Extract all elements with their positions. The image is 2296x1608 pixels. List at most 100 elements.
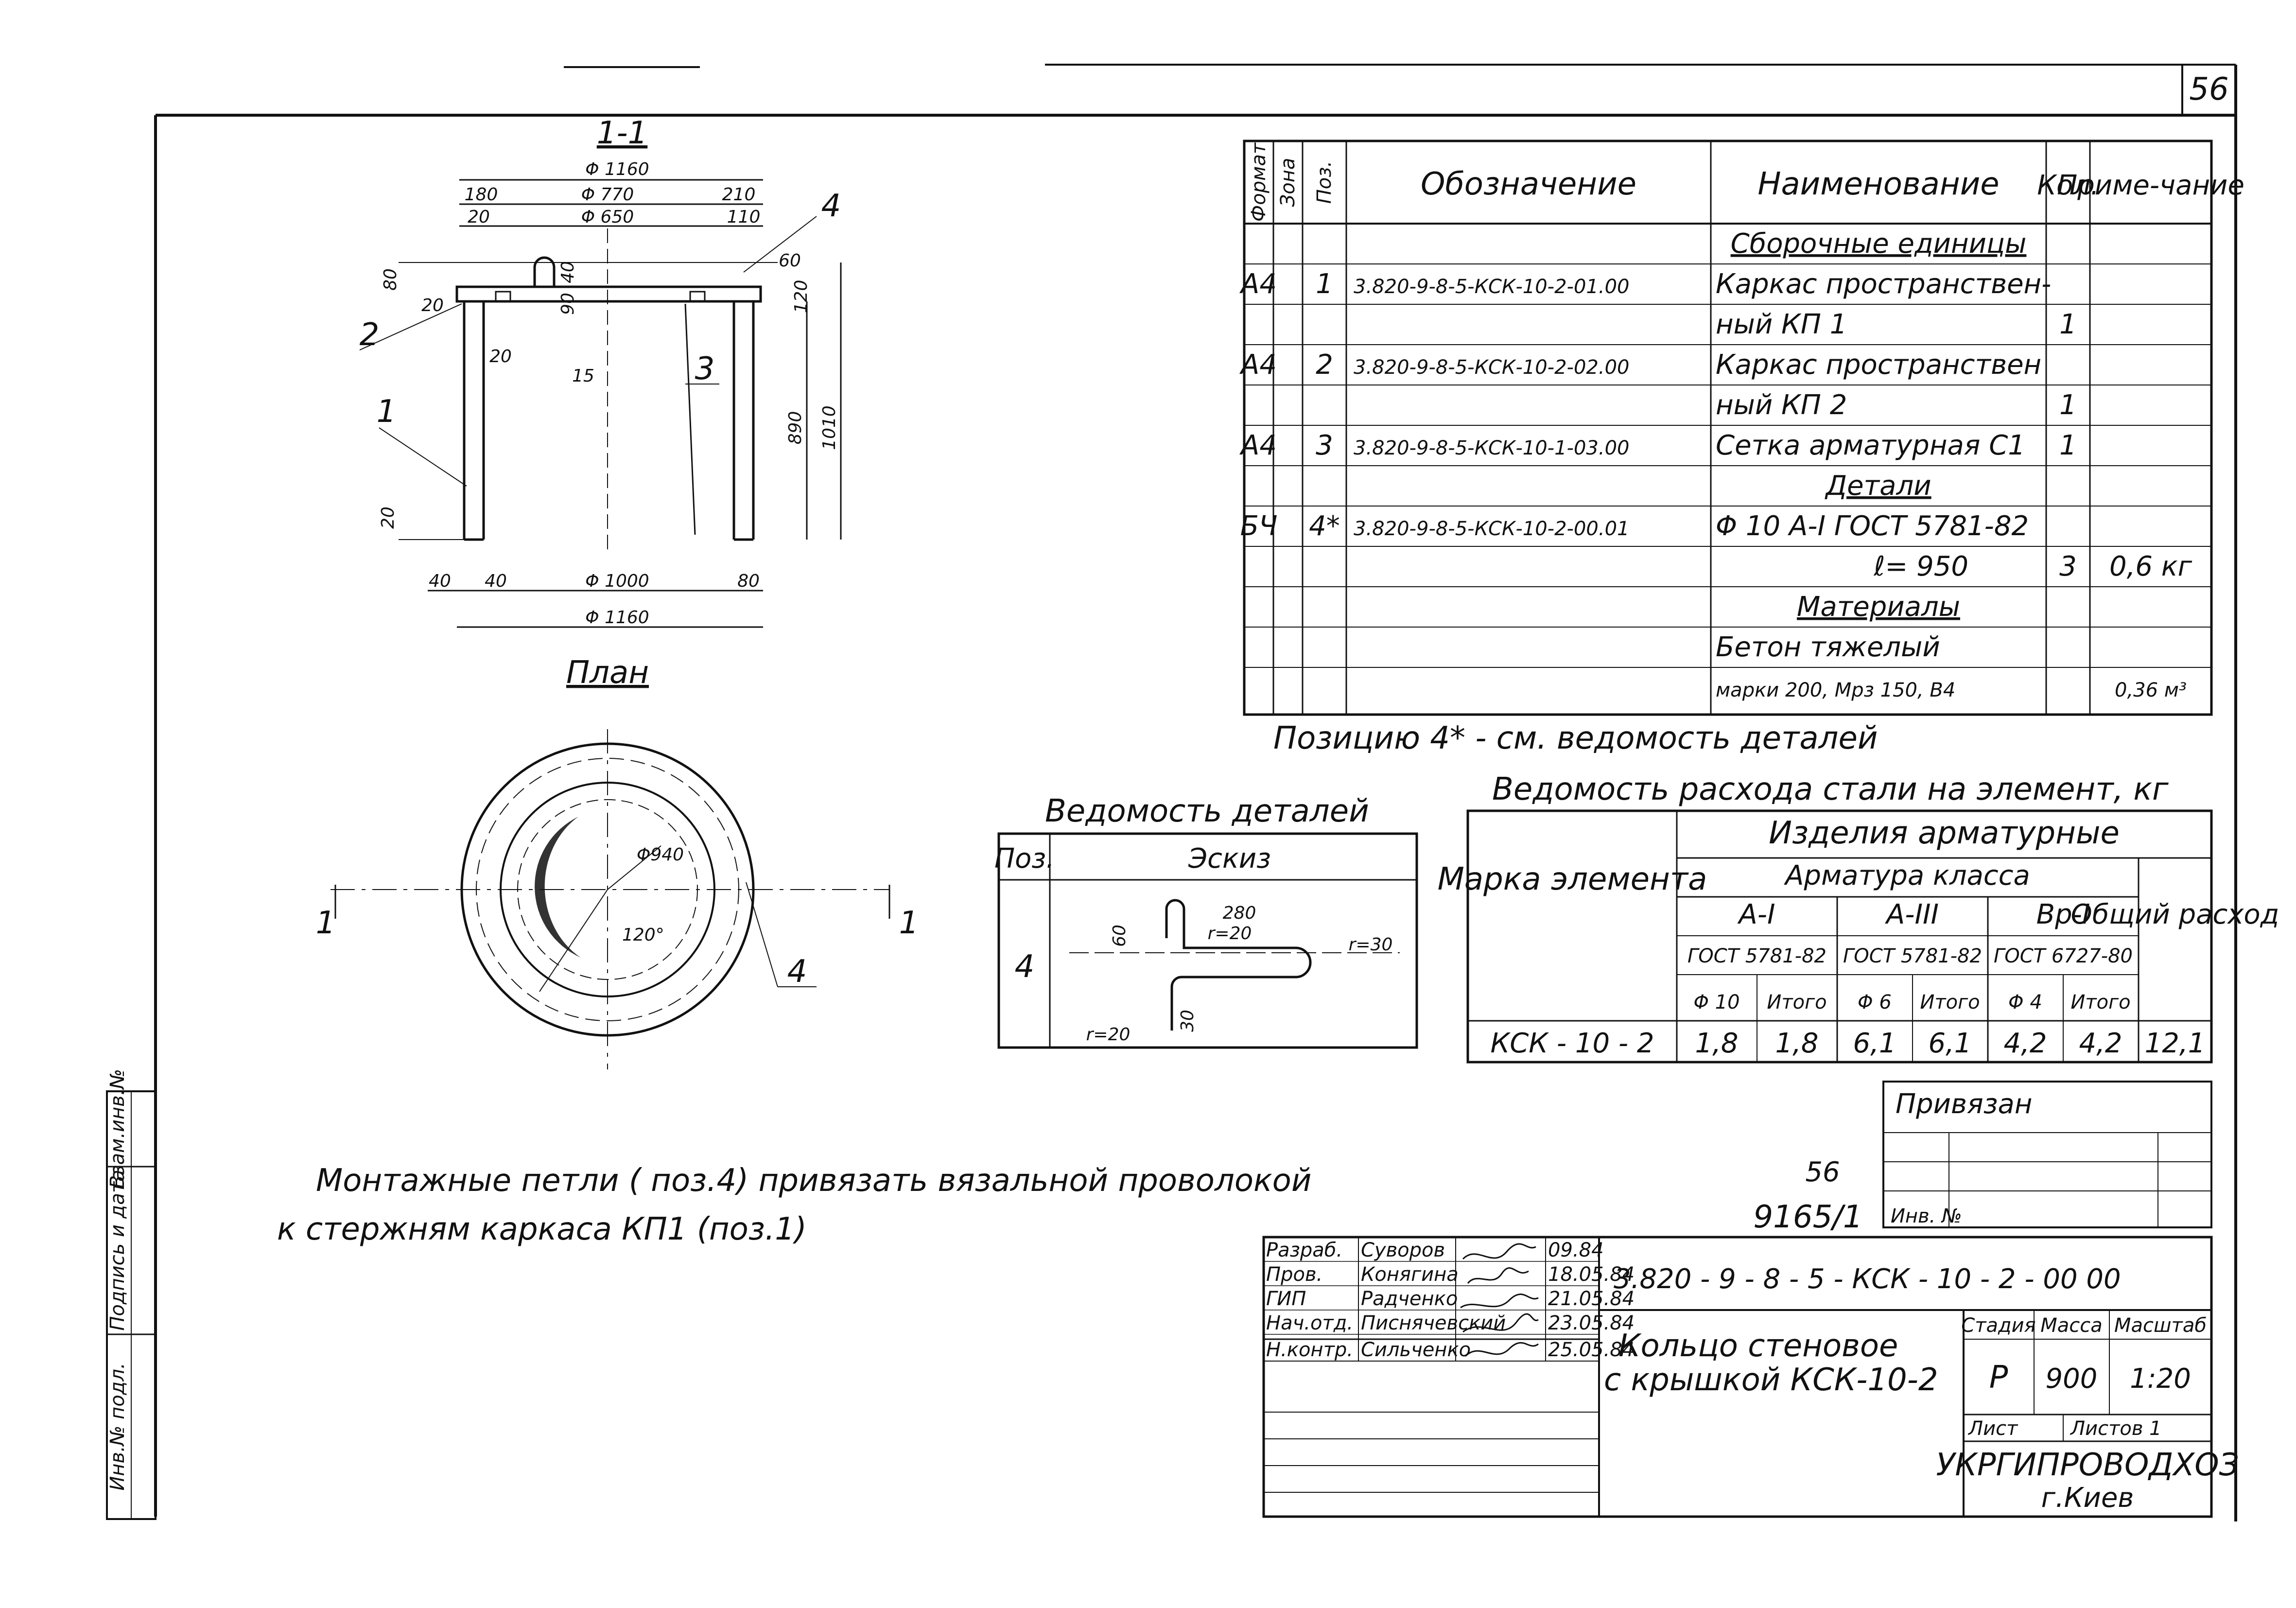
- tb-date: 21.05.84: [1548, 1288, 1635, 1310]
- side-stamp-inv: Инв.№ подл.: [106, 1363, 129, 1490]
- dim-20-top: 20: [468, 207, 490, 227]
- sketch-30: 30: [1178, 1010, 1198, 1032]
- leader-4: 4: [821, 188, 841, 224]
- tb-date: 09.84: [1548, 1239, 1604, 1261]
- dim-180: 180: [465, 185, 498, 205]
- spec-cell: марки 200, Мрз 150, В4: [1716, 679, 1955, 701]
- steel-col: Φ 6: [1858, 991, 1892, 1014]
- spec-cell: 3: [2059, 551, 2077, 582]
- steel-col: Φ 4: [2008, 991, 2042, 1014]
- tb-name-line-2: с крышкой КСК-10-2: [1604, 1362, 1938, 1398]
- steel-row-val: 1,8: [1695, 1028, 1738, 1059]
- tb-role: Пров.: [1266, 1263, 1322, 1286]
- tb-name: Суворов: [1361, 1239, 1445, 1261]
- plan-d940: Φ940: [637, 845, 684, 865]
- cut-mark-right: 1: [899, 905, 919, 941]
- spec-cell: А4: [1239, 268, 1277, 300]
- spec-footnote: Позицию 4* - см. ведомость деталей: [1273, 720, 1878, 756]
- steel-col: Φ 10: [1693, 991, 1739, 1014]
- steel-col: Итого: [2070, 991, 2130, 1014]
- dim-90: 90: [558, 293, 578, 315]
- sketch-60: 60: [1110, 925, 1130, 947]
- steel-mark-header: Марка элемента: [1438, 861, 1707, 897]
- tb-scale-header: Масштаб: [2114, 1314, 2207, 1337]
- plan-title: План: [566, 655, 649, 691]
- dim-80: 80: [381, 268, 400, 291]
- details-pos-value: 4: [1015, 949, 1035, 985]
- plan-leader-4: 4: [787, 954, 807, 990]
- tb-mass: 900: [2046, 1363, 2098, 1395]
- leader-2: 2: [360, 317, 380, 353]
- steel-row-val: 6,1: [1853, 1028, 1896, 1059]
- spec-head-pos: Поз.: [1313, 161, 1336, 204]
- details-col-sketch: Эскиз: [1188, 843, 1271, 874]
- dim-110: 110: [727, 207, 761, 227]
- dim-1010: 1010: [819, 405, 839, 450]
- dim-d650: Φ 650: [581, 207, 634, 227]
- steel-table: Ведомость расхода стали на элемент, кг М…: [1438, 771, 2279, 1064]
- steel-title: Ведомость расхода стали на элемент, кг: [1492, 771, 2169, 807]
- spec-cell: 3.820-9-8-5-КСК-10-2-02.00: [1354, 356, 1629, 379]
- spec-cell: 0,6 кг: [2109, 551, 2192, 582]
- spec-table: Формат Зона Поз. Обозначение Наименовани…: [1239, 140, 2244, 756]
- steel-class-a1: А-I: [1737, 899, 1775, 930]
- signature-1: [1462, 1243, 1536, 1260]
- spec-head-zone: Зона: [1277, 158, 1299, 207]
- spec-cell: ный КП 2: [1716, 389, 1847, 421]
- leader-3: 3: [695, 351, 715, 387]
- tb-mass-header: Масса: [2040, 1314, 2103, 1337]
- steel-class-vr1: Вр-I: [2036, 899, 2090, 930]
- spec-cell: 4*: [1309, 510, 1340, 542]
- sketch-r20-top: r=20: [1208, 924, 1252, 944]
- steel-gost-3: ГОСТ 6727-80: [1994, 945, 2133, 967]
- dim-d770: Φ 770: [581, 185, 634, 205]
- steel-class-a3: А-III: [1885, 899, 1939, 930]
- tb-stage: Р: [1989, 1360, 2008, 1396]
- section-1-1: 1-1 Φ 1160 180 Φ 770 210 20 Φ 650 110 80…: [359, 115, 842, 628]
- plan-view: План Φ940 120° 1 1 4: [316, 655, 919, 1069]
- spec-cell: 3.820-9-8-5-КСК-10-2-01.00: [1354, 276, 1629, 298]
- spec-cell: 1: [1316, 268, 1333, 300]
- spec-cell: 1: [2059, 309, 2077, 340]
- side-stamp: Инв.№ подл. Подпись и дата Взам.инв.№: [106, 1069, 157, 1520]
- tb-name: Конягина: [1361, 1263, 1459, 1286]
- spec-cell: 2: [1316, 349, 1333, 381]
- spec-cell: Сетка арматурная С1: [1716, 430, 2025, 461]
- tb-org: УКРГИПРОВОДХОЗ: [1936, 1447, 2239, 1483]
- dim-20-bottom: 20: [378, 507, 398, 529]
- title-block: Разраб. Суворов 09.84 Пров. Конягина 18.…: [1262, 1236, 2239, 1518]
- stamp-number: 56: [1805, 1156, 1840, 1188]
- sketch-r20-bottom: r=20: [1086, 1025, 1131, 1045]
- tb-name-line-1: Кольцо стеновое: [1618, 1328, 1898, 1364]
- tb-date: 23.05.84: [1548, 1312, 1635, 1334]
- steel-group: Изделия арматурные: [1769, 815, 2120, 851]
- dim-60: 60: [779, 251, 801, 271]
- dim-80-bottom: 80: [737, 571, 760, 591]
- tb-city: г.Киев: [2041, 1482, 2134, 1514]
- steel-row-total: 12,1: [2145, 1028, 2206, 1059]
- plan-opening-hatch: [535, 817, 581, 958]
- spec-cell: А4: [1239, 349, 1277, 381]
- tb-name: Сильченко: [1361, 1339, 1471, 1361]
- steel-col: Итого: [1767, 991, 1826, 1014]
- steel-subgroup: Арматура класса: [1784, 860, 2030, 891]
- steel-row-val: 4,2: [2079, 1028, 2122, 1059]
- steel-col: Итого: [1920, 991, 1980, 1014]
- dim-210: 210: [722, 185, 756, 205]
- steel-total-header: Общий расход: [2071, 899, 2279, 930]
- dim-d1160-top: Φ 1160: [585, 159, 649, 179]
- spec-cell: БЧ: [1240, 510, 1278, 542]
- detail-sketch: [1165, 899, 1312, 1031]
- tb-name: Писнячевский: [1361, 1312, 1506, 1334]
- archive-number: 9165/1: [1753, 1199, 1862, 1235]
- spec-cell: Φ 10 А-I ГОСТ 5781-82: [1716, 510, 2029, 542]
- spec-cell: Каркас пространствен-: [1716, 268, 2051, 300]
- attached-label: Привязан: [1896, 1088, 2032, 1120]
- dim-40-b: 40: [485, 571, 507, 591]
- spec-cell: 3.820-9-8-5-КСК-10-1-03.00: [1354, 437, 1629, 459]
- plan-angle: 120°: [622, 925, 664, 945]
- note-line-2: к стержням каркаса КП1 (поз.1): [277, 1211, 807, 1247]
- tb-role: Нач.отд.: [1266, 1312, 1353, 1334]
- tb-role: Разраб.: [1266, 1239, 1342, 1261]
- spec-cell: 3: [1316, 430, 1333, 461]
